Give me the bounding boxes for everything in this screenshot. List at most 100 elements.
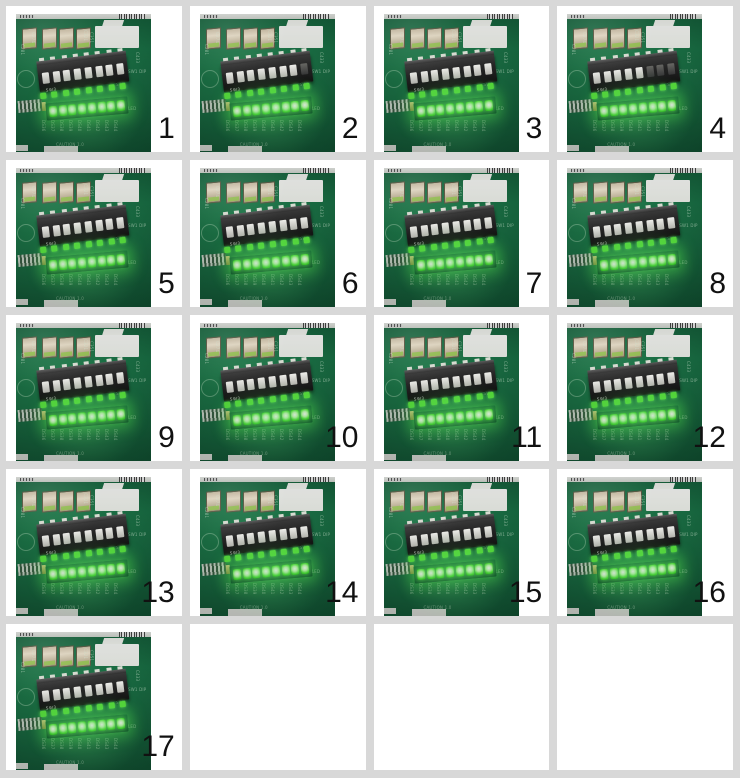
board-top-silkscreen: [16, 477, 151, 483]
silkscreen-text: C274: [214, 32, 220, 44]
bottom-pad: [227, 300, 262, 307]
pin-header: [201, 98, 227, 114]
via-ring: [384, 378, 403, 397]
silkscreen-text: CAUTION 1.0: [56, 296, 85, 302]
led-segment: [300, 254, 310, 266]
silkscreen-text: C274: [214, 186, 220, 198]
led-segment: [77, 411, 87, 424]
pin-header: [17, 253, 43, 268]
led-segment: [483, 99, 493, 112]
silkscreen-text: SW1 DIP: [495, 532, 514, 538]
silkscreen-led-ref: DS36: [408, 583, 414, 595]
cell-index-label: 15: [508, 575, 543, 609]
board-top-silkscreen: [383, 14, 519, 19]
indicator-led: [85, 86, 92, 94]
dip-switch-nub: [441, 68, 450, 81]
silkscreen-led-ref: DS39: [435, 120, 441, 132]
pin-header: [385, 562, 410, 577]
silkscreen-led-ref: DS41: [269, 428, 275, 441]
dip-switch-nubs: [225, 371, 309, 393]
dip-switch-nub: [73, 222, 82, 235]
silkscreen-text: C321: [634, 30, 640, 42]
silkscreen-led-ref: DS42: [646, 274, 652, 286]
barcode-left: [571, 15, 586, 18]
silkscreen-led-ref: DS36: [408, 120, 414, 132]
barcode-right: [670, 322, 697, 328]
silkscreen-text: C351: [272, 495, 278, 507]
led-segment: [599, 568, 609, 581]
indicator-led: [291, 84, 299, 91]
pin-header: [17, 716, 43, 731]
indicator-led: [269, 550, 276, 557]
indicator-led: [670, 82, 678, 90]
dip-switch-nub: [289, 373, 298, 385]
silkscreen-led-ref: DS36: [408, 428, 414, 441]
led-segment: [300, 99, 310, 112]
indicator-led: [51, 91, 58, 98]
silkscreen-led-ref: DS39: [68, 120, 73, 132]
led-segment: [116, 99, 126, 112]
capacitor: [409, 27, 425, 50]
dip-switch-nubs: [409, 526, 492, 548]
silkscreen-text: LED: [679, 414, 688, 420]
led-segment: [416, 260, 426, 272]
led-segment: [599, 105, 609, 118]
cell-index-label: 8: [709, 266, 726, 300]
dip-switch-nub: [225, 226, 234, 239]
silkscreen-led-ref: DS38: [59, 274, 64, 286]
indicator-led: [636, 241, 644, 249]
led-segment: [435, 567, 445, 579]
bottom-pad-left: [16, 762, 28, 769]
led-segment: [261, 103, 271, 115]
silkscreen-text: C281: [571, 507, 577, 519]
dip-switch-nub: [278, 65, 287, 78]
via-ring: [384, 533, 403, 552]
led-segment: [628, 103, 638, 115]
silkscreen-led-ref: DS36: [592, 583, 598, 595]
bottom-pad: [411, 609, 446, 616]
silkscreen-led-ref: DS43: [287, 583, 293, 595]
dip-switch-nub: [236, 534, 245, 546]
indicator-led: [430, 398, 437, 406]
silkscreen-led-ref: DS43: [655, 120, 661, 132]
silkscreen-led-ref: DS41: [269, 583, 275, 595]
silkscreen-led-ref: DS40: [444, 583, 450, 595]
capacitor: [242, 181, 258, 205]
